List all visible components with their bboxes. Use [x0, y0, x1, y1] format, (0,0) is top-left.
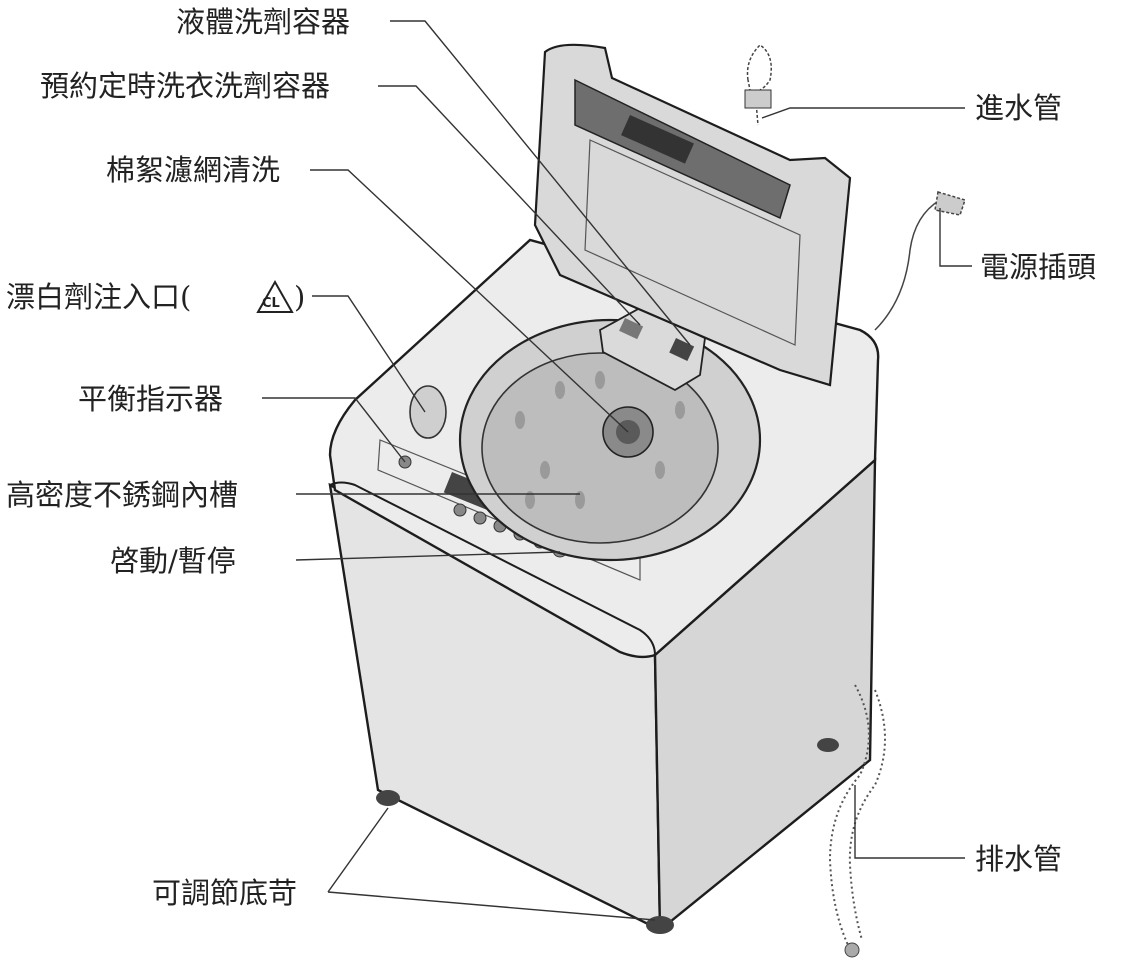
- inlet-hose: [748, 45, 772, 125]
- label-bleach-close: ): [294, 280, 305, 314]
- leveling-foot-right: [646, 916, 674, 934]
- label-lint-filter: 棉絮濾網清洗: [106, 153, 280, 187]
- bleach-symbol-icon: CL: [258, 282, 292, 312]
- label-liquid-detergent: 液體洗劑容器: [176, 5, 350, 39]
- washing-machine-illustration: [330, 45, 965, 957]
- label-balance-indicator: 平衡指示器: [78, 382, 223, 416]
- label-start-pause: 啓動/暫停: [110, 544, 236, 578]
- power-cord: [875, 192, 965, 330]
- label-water-inlet: 進水管: [975, 91, 1062, 125]
- label-bleach-inlet: 漂白劑注入口(: [6, 280, 191, 314]
- bleach-inlet-cap: [410, 386, 446, 438]
- label-timer-detergent: 預約定時洗衣洗劑容器: [40, 69, 330, 103]
- bleach-symbol-text: CL: [262, 296, 280, 311]
- label-stainless-tub: 高密度不銹鋼內槽: [6, 478, 238, 512]
- label-leveling-feet: 可調節底苛: [152, 876, 297, 910]
- label-power-plug: 電源插頭: [980, 250, 1096, 284]
- leveling-foot-left: [376, 790, 400, 806]
- label-drain-hose: 排水管: [975, 842, 1062, 876]
